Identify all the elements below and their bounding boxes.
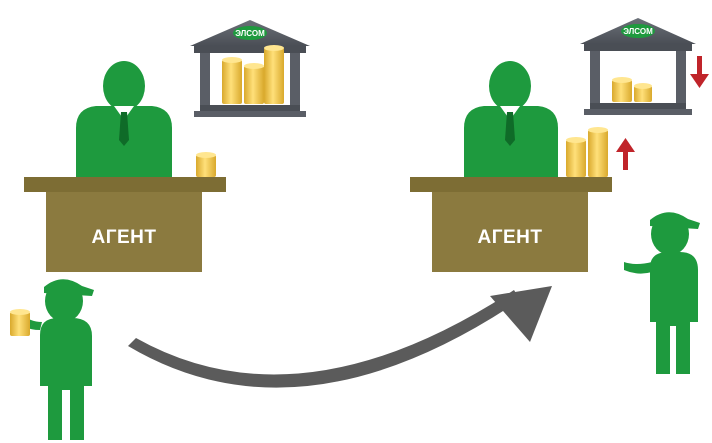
left-client-figure [18, 279, 94, 440]
right-bank-label: ЭЛСОМ [623, 27, 653, 36]
decrease-arrow-icon [690, 56, 709, 88]
left-desk-coins [196, 152, 216, 177]
right-agent-desk: АГЕНТ [410, 177, 612, 272]
right-bank-coins [612, 77, 652, 102]
right-agent-tie [500, 106, 520, 146]
left-scene: ЭЛСОМ АГЕНТ [10, 20, 310, 440]
left-bank-icon: ЭЛСОМ [190, 20, 310, 117]
left-bank-label: ЭЛСОМ [235, 29, 265, 38]
increase-arrow-icon [616, 138, 635, 170]
right-bank-badge [621, 24, 655, 38]
flow-arrow [128, 286, 552, 388]
right-desk-label: АГЕНТ [478, 227, 543, 248]
left-agent-desk: АГЕНТ [24, 177, 226, 272]
right-client-figure [624, 212, 700, 374]
left-bank-badge [233, 26, 267, 40]
left-client-coin [10, 309, 30, 336]
left-desk-label: АГЕНТ [92, 227, 157, 248]
left-bank-coins [222, 45, 284, 104]
left-agent-tie [114, 106, 134, 146]
right-desk-coins [566, 127, 608, 177]
right-bank-icon: ЭЛСОМ [580, 18, 696, 115]
right-scene: ЭЛСОМ АГЕНТ [410, 18, 709, 374]
